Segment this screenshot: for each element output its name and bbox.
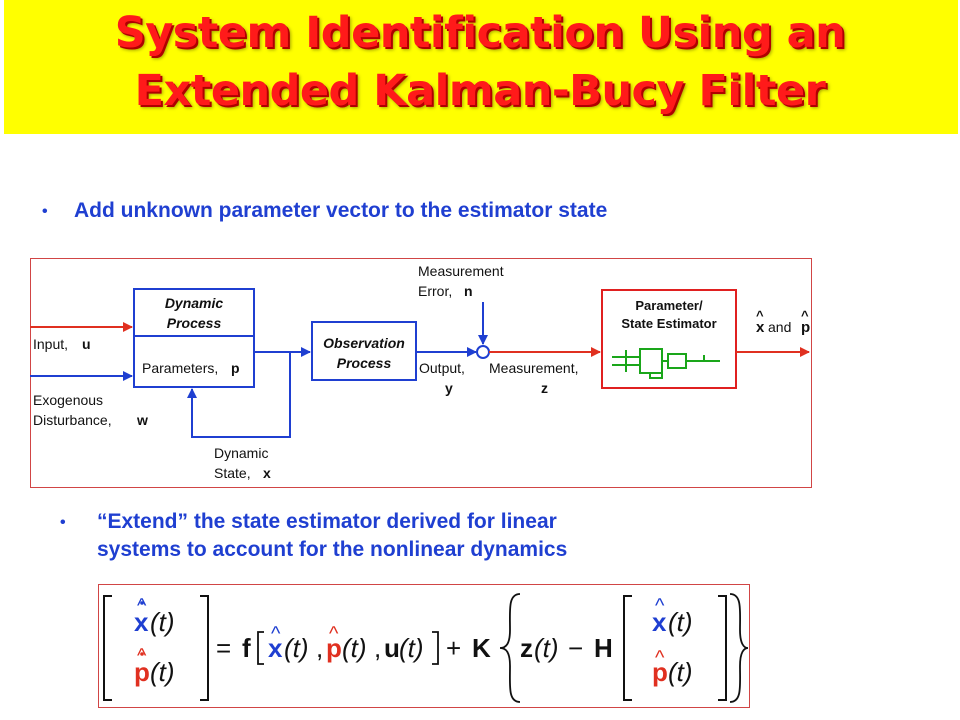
exogenous-label-2: Disturbance,	[33, 412, 112, 428]
measurement-label: Measurement,	[489, 360, 578, 376]
estimate-p-hat: ^	[801, 308, 809, 323]
eq-z: z	[520, 633, 533, 663]
dynamic-state-symbol: x	[263, 465, 271, 481]
h-xhat-t: (t)	[668, 607, 693, 637]
bullet-dot-1: •	[42, 203, 48, 220]
dynamic-state-label-1: Dynamic	[214, 445, 268, 461]
xhat-dot-t: (t)	[150, 607, 175, 637]
estimator-box: Parameter/ State Estimator	[601, 289, 737, 389]
brace-open	[499, 593, 521, 703]
bullet-2-line-2: systems to account for the nonlinear dyn…	[97, 538, 568, 561]
f-comma-1: ,	[316, 633, 323, 663]
bullet-1: Add unknown parameter vector to the esti…	[74, 199, 608, 222]
feedback-loop-arrow	[187, 352, 291, 438]
phat-dot-symbol: p	[134, 657, 150, 687]
exogenous-label-1: Exogenous	[33, 392, 103, 408]
input-symbol: u	[82, 336, 91, 352]
f-bracket-open	[257, 631, 264, 665]
estimate-and: and	[768, 319, 791, 335]
observation-process-box: Observation Process	[311, 321, 417, 381]
h-bracket-open	[623, 595, 632, 701]
eq-plus: +	[446, 633, 461, 663]
h-xhat-hat: ^	[655, 595, 665, 617]
brace-close	[729, 593, 749, 703]
estimate-x-symbol: x	[756, 319, 765, 336]
meas-error-label-2: Error,	[418, 283, 452, 299]
eq-z-t: (t)	[534, 633, 559, 663]
equation-frame	[98, 584, 750, 708]
parameters-label: Parameters,	[142, 360, 218, 376]
observation-label-1: Observation	[323, 335, 405, 351]
f-phat-hat: ^	[329, 623, 339, 645]
xhat-dot-symbol: x	[134, 607, 149, 637]
parameters-symbol: p	[231, 360, 240, 376]
h-xhat: x	[652, 607, 667, 637]
phat-dot-dot	[140, 652, 144, 656]
estimate-output-label: x ^ and p ^	[756, 308, 810, 336]
bullet-2-line-1: “Extend” the state estimator derived for…	[97, 510, 557, 533]
f-phat-t: (t)	[342, 633, 367, 663]
f-bracket-close	[432, 631, 439, 665]
eq-minus: −	[568, 633, 583, 663]
f-comma-2: ,	[374, 633, 381, 663]
f-xhat-t: (t)	[284, 633, 309, 663]
meas-error-label-1: Measurement	[418, 263, 504, 279]
f-u: u	[384, 633, 400, 663]
h-phat-t: (t)	[668, 657, 693, 687]
measurement-symbol: z	[541, 380, 548, 396]
input-label: Input,	[33, 336, 68, 352]
eq-K: K	[472, 633, 491, 663]
meas-error-symbol: n	[464, 283, 473, 299]
estimator-label-2: State Estimator	[621, 316, 716, 331]
h-phat: p	[652, 657, 668, 687]
observation-label-2: Process	[337, 355, 392, 371]
f-xhat-hat: ^	[271, 623, 281, 645]
estimator-schematic-icon	[612, 348, 720, 379]
estimator-label-1: Parameter/	[635, 298, 703, 313]
f-xhat: x	[268, 633, 283, 663]
f-phat: p	[326, 633, 342, 663]
dynamic-process-label-1: Dynamic	[165, 295, 224, 311]
output-symbol: y	[445, 380, 453, 396]
left-bracket-open	[103, 595, 112, 701]
xhat-dot-hat: ^	[137, 595, 147, 617]
title-band	[4, 0, 958, 134]
slide-title-line-2: Extended Kalman-Bucy Filter	[134, 66, 826, 116]
h-bracket-close	[718, 595, 727, 701]
f-u-t: (t)	[399, 633, 424, 663]
phat-dot-hat: ^	[137, 645, 147, 667]
dynamic-process-label-2: Process	[167, 315, 222, 331]
eq-equals: =	[216, 633, 231, 663]
output-label: Output,	[419, 360, 465, 376]
diagram-frame	[30, 258, 812, 488]
eq-f: f	[242, 633, 251, 663]
eq-H: H	[594, 633, 613, 663]
estimate-x-hat: ^	[756, 308, 764, 323]
slide-title-line-1: System Identification Using an	[114, 8, 846, 58]
phat-dot-t: (t)	[150, 657, 175, 687]
bullet-dot-2: •	[60, 514, 66, 531]
xhat-dot-dot	[140, 601, 144, 605]
exogenous-symbol: w	[136, 412, 148, 428]
h-phat-hat: ^	[655, 647, 665, 669]
left-bracket-close	[200, 595, 209, 701]
estimate-p-symbol: p	[801, 319, 810, 336]
dynamic-state-label-2: State,	[214, 465, 251, 481]
dynamic-process-box: Dynamic Process Parameters, p	[133, 288, 255, 388]
